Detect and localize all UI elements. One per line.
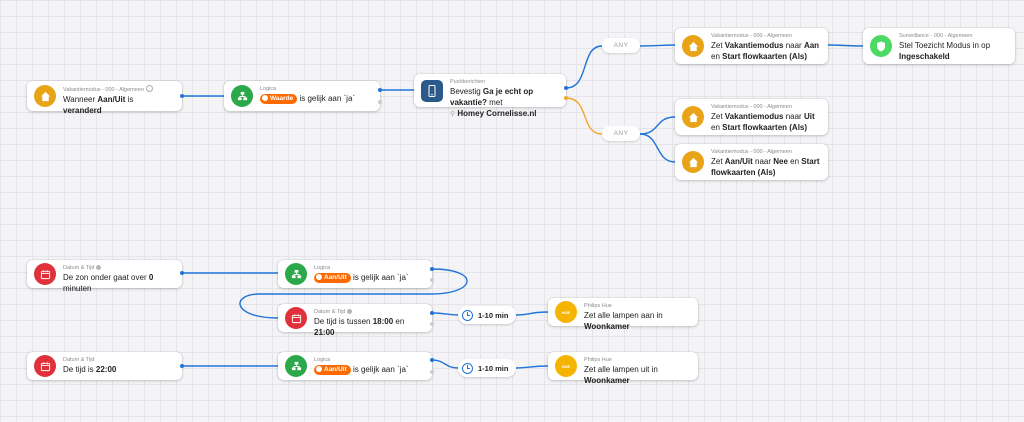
card-text: Zet Vakantiemodus naar Uit en Start flow… bbox=[711, 112, 815, 132]
output-port[interactable] bbox=[180, 364, 184, 368]
location-icon: ⚲ bbox=[450, 111, 456, 118]
output-port-false[interactable] bbox=[430, 278, 434, 282]
card-source: Philips Hue bbox=[584, 357, 612, 363]
any-node-false[interactable]: ANY bbox=[602, 126, 640, 141]
action-card-surveillance[interactable]: Surveillance - 000 - Algemeen Stel Toezi… bbox=[863, 28, 1015, 64]
card-source: Vakantiemodus - 000 - Algemeen bbox=[63, 87, 144, 93]
card-text: Aan/Uit is gelijk aan `ja` bbox=[314, 272, 424, 283]
delay-label: 1-10 min bbox=[478, 310, 509, 320]
wire-logic-delay bbox=[431, 359, 459, 369]
token-tag: Aan/Uit bbox=[314, 272, 351, 283]
card-text: De tijd is tussen 18:00 en 21:00 bbox=[314, 317, 405, 337]
action-card-hue-on[interactable]: HUE Philips Hue Zet alle lampen aan in W… bbox=[548, 298, 698, 331]
card-text: De zon onder gaat over 0 minuten bbox=[63, 273, 154, 293]
delay-label: 1-10 min bbox=[478, 363, 509, 373]
output-port-true[interactable] bbox=[378, 88, 382, 92]
card-source: Philips Hue bbox=[584, 303, 612, 309]
home-icon bbox=[34, 85, 56, 107]
calendar-icon bbox=[34, 355, 56, 377]
info-icon bbox=[347, 309, 353, 314]
token-tag: Waarde bbox=[260, 93, 298, 104]
calendar-icon bbox=[34, 263, 56, 285]
hue-icon: HUE bbox=[555, 301, 577, 323]
home-icon bbox=[682, 35, 704, 57]
card-source: Logica bbox=[314, 357, 331, 363]
card-source: Logica bbox=[314, 265, 331, 271]
home-icon bbox=[682, 106, 704, 128]
push-card[interactable]: Pushberichten Bevestig Ga je echt op vak… bbox=[414, 74, 566, 118]
logic-icon bbox=[285, 263, 307, 285]
card-text: Zet Aan/Uit naar Nee en Start flowkaarte… bbox=[711, 157, 820, 177]
wire-any-aan bbox=[639, 44, 676, 47]
card-text: Zet alle lampen aan in Woonkamer bbox=[584, 311, 663, 331]
output-port[interactable] bbox=[180, 94, 184, 98]
card-text: Wanneer Aan/Uit is veranderd bbox=[63, 95, 134, 115]
card-text: De tijd is 22:00 bbox=[63, 365, 117, 374]
logic-card-aanuit-2[interactable]: Logica Aan/Uit is gelijk aan `ja` bbox=[278, 260, 432, 288]
card-source: Datum & Tijd bbox=[314, 309, 346, 315]
wire-delay-hue2 bbox=[515, 365, 549, 369]
logic-card-aanuit-3[interactable]: Logica Aan/Uit is gelijk aan `ja` bbox=[278, 352, 432, 380]
paperclip-icon bbox=[145, 85, 153, 92]
info-icon bbox=[96, 265, 102, 270]
action-card-hue-off[interactable]: HUE Philips Hue Zet alle lampen uit in W… bbox=[548, 352, 698, 385]
logic-icon bbox=[285, 355, 307, 377]
output-port-true[interactable] bbox=[430, 267, 434, 271]
card-text: Zet Vakantiemodus naar Aan en Start flow… bbox=[711, 41, 820, 61]
output-port-true[interactable] bbox=[430, 358, 434, 362]
card-source: Vakantiemodus - 000 - Algemeen bbox=[711, 149, 792, 155]
card-source: Logica bbox=[260, 86, 277, 92]
wire-push-any-true bbox=[565, 45, 603, 89]
wire-delay-hue1 bbox=[515, 311, 549, 316]
output-port[interactable] bbox=[180, 271, 184, 275]
wire-any-nee bbox=[639, 133, 676, 163]
output-port-false[interactable] bbox=[378, 100, 382, 104]
trigger-card-vakantie[interactable]: Vakantiemodus - 000 - Algemeen Wanneer A… bbox=[27, 81, 182, 115]
wire-any-uit bbox=[639, 116, 676, 135]
card-text: Bevestig Ga je echt op vakantie? met⚲ Ho… bbox=[450, 87, 537, 118]
hue-icon: HUE bbox=[555, 355, 577, 377]
output-port-false[interactable] bbox=[430, 370, 434, 374]
action-card-vakantie-uit[interactable]: Vakantiemodus - 000 - Algemeen Zet Vakan… bbox=[675, 99, 828, 135]
card-text: Aan/Uit is gelijk aan `ja` bbox=[314, 364, 424, 375]
card-text: Zet alle lampen uit in Woonkamer bbox=[584, 365, 658, 385]
output-port-false[interactable] bbox=[430, 322, 434, 326]
card-source: Vakantiemodus - 000 - Algemeen bbox=[711, 104, 792, 110]
trigger-card-time[interactable]: Datum & Tijd De tijd is 22:00 bbox=[27, 352, 182, 380]
logic-card-waarde[interactable]: Logica Waarde is gelijk aan `ja` bbox=[224, 81, 380, 111]
wire-push-any-false bbox=[565, 97, 603, 135]
home-icon bbox=[682, 151, 704, 173]
card-source: Vakantiemodus - 000 - Algemeen bbox=[711, 33, 792, 39]
clock-icon bbox=[462, 362, 473, 374]
output-port-false[interactable] bbox=[564, 96, 568, 100]
phone-icon bbox=[421, 79, 443, 102]
wire-aan-surv bbox=[827, 44, 864, 47]
output-port-true[interactable] bbox=[564, 86, 568, 90]
any-node-true[interactable]: ANY bbox=[602, 38, 640, 53]
shield-icon bbox=[870, 35, 892, 57]
wire-time-delay bbox=[431, 312, 459, 316]
card-text: Waarde is gelijk aan `ja` bbox=[260, 93, 372, 104]
clock-icon bbox=[462, 309, 473, 321]
card-source: Pushberichten bbox=[450, 79, 486, 85]
trigger-card-sunset[interactable]: Datum & Tijd De zon onder gaat over 0 mi… bbox=[27, 260, 182, 293]
delay-node[interactable]: 1-10 min bbox=[458, 359, 516, 377]
calendar-icon bbox=[285, 307, 307, 329]
token-tag: Aan/Uit bbox=[314, 364, 351, 375]
card-source: Surveillance - 000 - Algemeen bbox=[899, 33, 973, 39]
card-text: Stel Toezicht Modus in op Ingeschakeld bbox=[899, 41, 991, 61]
output-port-true[interactable] bbox=[430, 311, 434, 315]
logic-icon bbox=[231, 85, 253, 107]
condition-card-time-between[interactable]: Datum & Tijd De tijd is tussen 18:00 en … bbox=[278, 304, 432, 337]
card-source: Datum & Tijd bbox=[63, 357, 95, 363]
card-source: Datum & Tijd bbox=[63, 265, 95, 271]
action-card-aanuit-nee[interactable]: Vakantiemodus - 000 - Algemeen Zet Aan/U… bbox=[675, 144, 828, 180]
action-card-vakantie-aan[interactable]: Vakantiemodus - 000 - Algemeen Zet Vakan… bbox=[675, 28, 828, 64]
delay-node[interactable]: 1-10 min bbox=[458, 306, 516, 324]
